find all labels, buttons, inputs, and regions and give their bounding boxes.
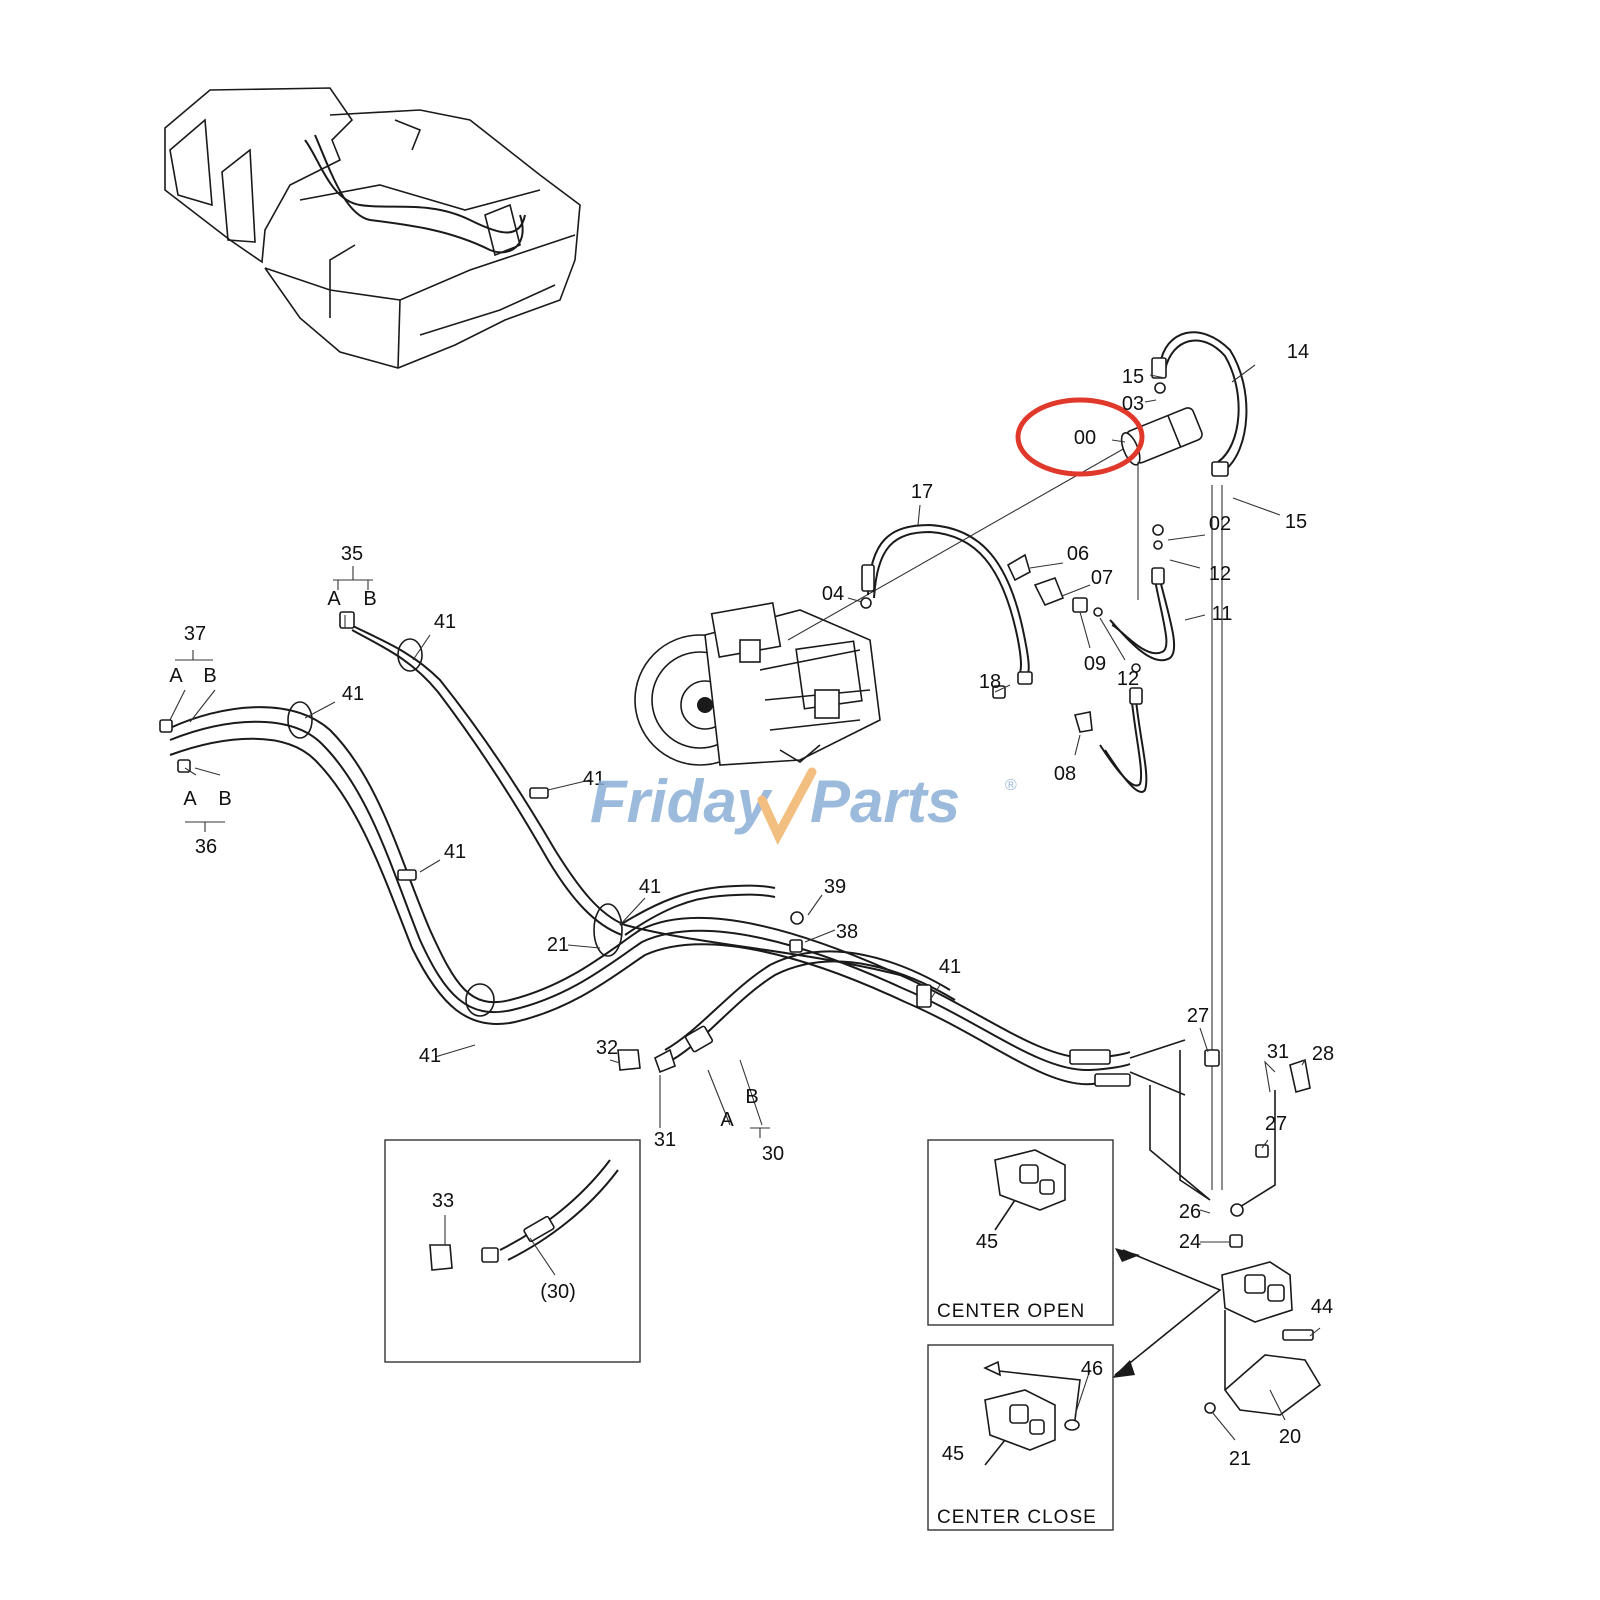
- solenoid-valve-group: [787, 331, 1248, 1190]
- lower-fittings: [159, 611, 1311, 1248]
- callout-label: 09: [1084, 653, 1106, 675]
- callout-label: 21: [547, 934, 569, 956]
- callout-label: 24: [1179, 1231, 1201, 1253]
- callout-label: 14: [1287, 341, 1309, 363]
- callout-label: 12: [1209, 563, 1231, 585]
- callout-label: 41: [444, 841, 466, 863]
- callout-label: 44: [1311, 1296, 1333, 1318]
- callout-label: 35: [341, 543, 363, 565]
- callout-label: 45: [942, 1443, 964, 1465]
- port-labels: A B A B A B A B: [169, 588, 758, 1131]
- callout-label: 36: [195, 836, 217, 858]
- callout-label: 04: [822, 583, 844, 605]
- callout-label: 18: [979, 671, 1001, 693]
- leader-lines: [169, 364, 1321, 1441]
- callout-label: 37: [184, 623, 206, 645]
- callout-label: 26: [1179, 1201, 1201, 1223]
- callout-label: 41: [639, 876, 661, 898]
- callout-label: 41: [434, 611, 456, 633]
- callout-label: 30: [762, 1143, 784, 1165]
- callout-label: 03: [1122, 393, 1144, 415]
- inset-caption-center-close: CENTER CLOSE: [937, 1507, 1097, 1528]
- callout-label: 39: [824, 876, 846, 898]
- callout-label: 32: [596, 1037, 618, 1059]
- callout-label: 31: [1267, 1041, 1289, 1063]
- callout-label: 07: [1091, 567, 1113, 589]
- callout-label: 27: [1265, 1113, 1287, 1135]
- callout-label: 28: [1312, 1043, 1334, 1065]
- inset-center-close: [927, 1344, 1114, 1531]
- watermark-word-parts: Parts: [810, 768, 960, 835]
- callout-label: 17: [911, 481, 933, 503]
- callout-label: 08: [1054, 763, 1076, 785]
- highlight-circle: [1015, 397, 1145, 477]
- callout-label: 20: [1279, 1426, 1301, 1448]
- callout-label: 41: [583, 768, 605, 790]
- port-label: A: [327, 588, 341, 610]
- port-label: A: [169, 665, 183, 687]
- callout-label: (30): [540, 1281, 576, 1303]
- callout-label: 21: [1229, 1448, 1251, 1470]
- callout-label: 15: [1285, 511, 1307, 533]
- callout-label: 33: [432, 1190, 454, 1212]
- watermark-registered-mark: ®: [1005, 777, 1017, 794]
- callout-label: 45: [976, 1231, 998, 1253]
- watermark-tick-icon: [757, 767, 817, 846]
- port-label: A: [183, 788, 197, 810]
- excavator-overview-illustration: [164, 87, 581, 369]
- port-label: B: [203, 665, 216, 687]
- callout-label: 31: [654, 1129, 676, 1151]
- hydraulic-pump-illustration: [634, 602, 881, 766]
- hose-clamps: [287, 638, 932, 1017]
- callout-label: 46: [1081, 1358, 1103, 1380]
- callout-label: 02: [1209, 513, 1231, 535]
- port-label: A: [720, 1109, 734, 1131]
- callout-label: 27: [1187, 1005, 1209, 1027]
- inset-center-open: [927, 1139, 1114, 1326]
- watermark-word-friday: Friday: [590, 768, 773, 835]
- callout-label: 00: [1074, 427, 1096, 449]
- callout-label: 12: [1117, 668, 1139, 690]
- inset-caption-center-open: CENTER OPEN: [937, 1301, 1085, 1322]
- inset-swivel-detail: [384, 1139, 641, 1363]
- port-label: B: [745, 1086, 758, 1108]
- callout-label: 38: [836, 921, 858, 943]
- callout-labels: 00 15 03 14 15 02 12 11 17 04 06 07 09 1…: [184, 341, 1334, 1470]
- callout-label: 41: [939, 956, 961, 978]
- callout-label: 41: [342, 683, 364, 705]
- fridayparts-watermark: Friday Parts ®: [590, 767, 1017, 846]
- control-valve-assembly: [1112, 1248, 1322, 1416]
- callout-label: 06: [1067, 543, 1089, 565]
- callout-label: 11: [1212, 603, 1233, 625]
- hose-lines: [169, 621, 1276, 1211]
- callout-label: 15: [1122, 366, 1144, 388]
- port-label: B: [218, 788, 231, 810]
- port-label: B: [363, 588, 376, 610]
- callout-label: 41: [419, 1045, 441, 1067]
